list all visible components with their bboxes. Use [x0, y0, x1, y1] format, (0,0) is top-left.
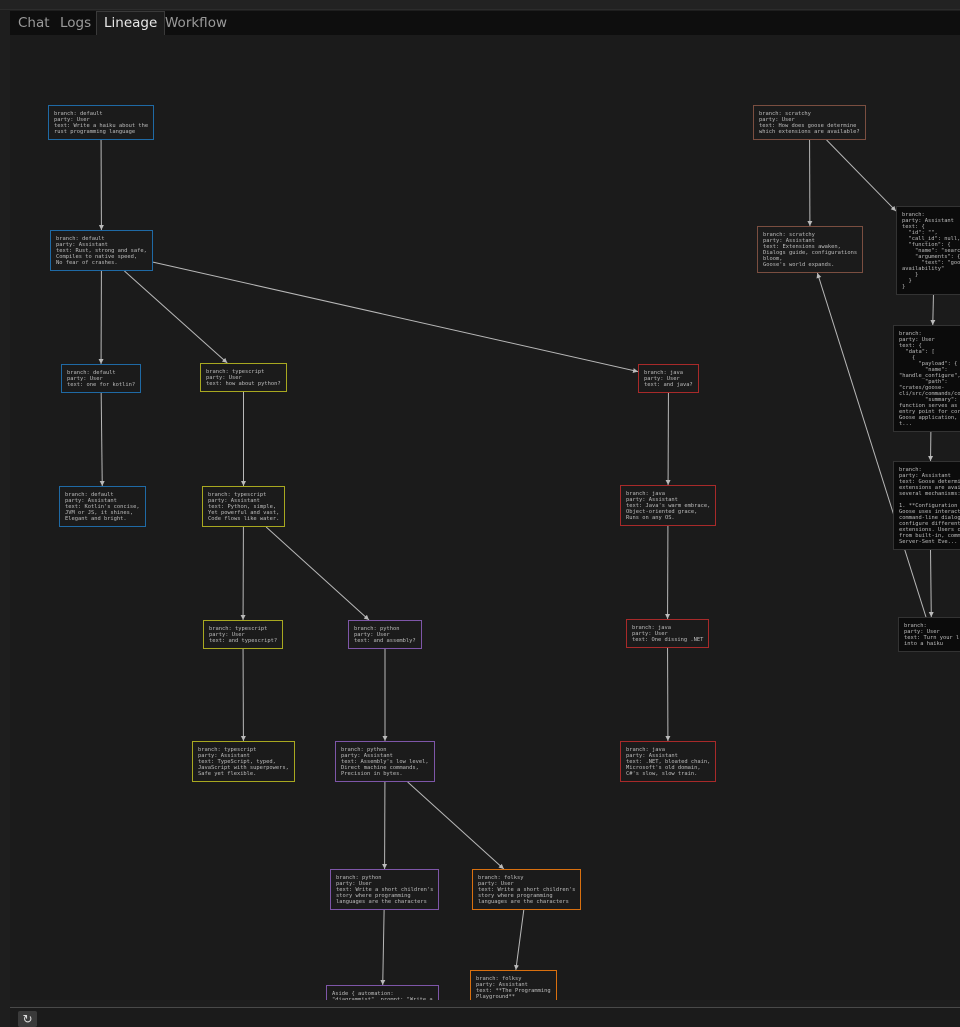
lineage-node[interactable]: branch: party: Assistant text: { "id": "… — [896, 206, 960, 295]
node-text: branch: java party: Assistant text: .NET… — [626, 747, 710, 777]
lineage-node[interactable]: branch: folksy party: Assistant text: **… — [470, 970, 557, 1000]
node-text: branch: typescript party: Assistant text… — [208, 492, 279, 522]
lineage-edge — [383, 910, 384, 985]
node-text: branch: default party: Assistant text: K… — [65, 492, 140, 522]
lineage-node[interactable]: branch: folksy party: User text: Write a… — [472, 869, 581, 910]
refresh-icon: ↻ — [22, 1012, 32, 1026]
lineage-node[interactable]: branch: typescript party: Assistant text… — [202, 486, 285, 527]
lineage-node[interactable]: branch: party: User text: { "data": [ { … — [893, 325, 960, 432]
node-text: branch: default party: Assistant text: R… — [56, 236, 147, 266]
node-text: branch: folksy party: User text: Write a… — [478, 875, 575, 905]
lineage-edge — [153, 262, 638, 371]
lineage-node[interactable]: branch: python party: User text: and ass… — [348, 620, 422, 649]
tab-lineage[interactable]: Lineage — [96, 11, 165, 35]
node-text: branch: python party: User text: Write a… — [336, 875, 433, 905]
node-text: branch: party: User text: { "data": [ { … — [899, 331, 960, 427]
lineage-edge — [124, 271, 227, 363]
node-text: branch: folksy party: Assistant text: **… — [476, 976, 551, 1000]
refresh-button[interactable]: ↻ — [18, 1011, 37, 1027]
lineage-edge — [931, 550, 932, 617]
lineage-edge — [266, 527, 369, 620]
lineage-node[interactable]: branch: java party: Assistant text: .NET… — [620, 741, 716, 782]
node-text: branch: java party: User text: and java? — [644, 370, 693, 388]
lineage-edge — [408, 782, 504, 869]
tab-workflow[interactable]: Workflow — [158, 11, 234, 35]
node-text: branch: java party: User text: One dissi… — [632, 625, 703, 643]
lineage-edge — [827, 140, 896, 211]
lineage-node[interactable]: branch: scratchy party: User text: How d… — [753, 105, 866, 140]
node-text: branch: default party: User text: Write … — [54, 111, 148, 135]
lineage-node[interactable]: branch: default party: User text: one fo… — [61, 364, 141, 393]
lineage-node[interactable]: Aside { automation: "diagrammist", promp… — [326, 985, 439, 1000]
lineage-node[interactable]: branch: python party: Assistant text: As… — [335, 741, 435, 782]
lineage-node[interactable]: branch: java party: User text: One dissi… — [626, 619, 709, 648]
node-text: branch: party: Assistant text: Goose det… — [899, 467, 960, 545]
window-top-strip — [0, 0, 960, 10]
edge-layer — [10, 35, 960, 1000]
lineage-node[interactable]: branch: typescript party: Assistant text… — [192, 741, 295, 782]
node-text: branch: scratchy party: User text: How d… — [759, 111, 860, 135]
node-text: branch: python party: Assistant text: As… — [341, 747, 429, 777]
lineage-graph[interactable]: branch: default party: User text: Write … — [10, 35, 960, 1000]
lineage-node[interactable]: branch: party: User text: Turn your l in… — [898, 617, 960, 652]
lineage-node[interactable]: branch: default party: Assistant text: K… — [59, 486, 146, 527]
lineage-edge — [516, 910, 524, 970]
lineage-edge — [933, 295, 934, 325]
lineage-node[interactable]: branch: java party: Assistant text: Java… — [620, 485, 716, 526]
node-text: branch: party: Assistant text: { "id": "… — [902, 212, 960, 290]
node-text: branch: typescript party: User text: how… — [206, 369, 281, 387]
lineage-edge — [101, 393, 102, 486]
node-text: branch: typescript party: User text: and… — [209, 626, 277, 644]
tab-logs[interactable]: Logs — [53, 11, 98, 35]
tab-bar: Chat Logs Lineage Workflow — [10, 11, 960, 35]
node-text: branch: party: User text: Turn your l in… — [904, 623, 959, 647]
lineage-node[interactable]: branch: default party: Assistant text: R… — [50, 230, 153, 271]
lineage-node[interactable]: branch: scratchy party: Assistant text: … — [757, 226, 863, 273]
lineage-node[interactable]: branch: typescript party: User text: and… — [203, 620, 283, 649]
node-text: Aside { automation: "diagrammist", promp… — [332, 991, 433, 1000]
lineage-node[interactable]: branch: typescript party: User text: how… — [200, 363, 287, 392]
lineage-node[interactable]: branch: party: Assistant text: Goose det… — [893, 461, 960, 550]
node-text: branch: default party: User text: one fo… — [67, 370, 135, 388]
node-text: branch: python party: User text: and ass… — [354, 626, 416, 644]
lineage-node[interactable]: branch: default party: User text: Write … — [48, 105, 154, 140]
bottom-toolbar: ↻ — [10, 1007, 960, 1027]
lineage-node[interactable]: branch: java party: User text: and java? — [638, 364, 699, 393]
tab-chat[interactable]: Chat — [11, 11, 57, 35]
node-text: branch: java party: Assistant text: Java… — [626, 491, 710, 521]
node-text: branch: scratchy party: Assistant text: … — [763, 232, 857, 268]
node-text: branch: typescript party: Assistant text… — [198, 747, 289, 777]
lineage-node[interactable]: branch: python party: User text: Write a… — [330, 869, 439, 910]
